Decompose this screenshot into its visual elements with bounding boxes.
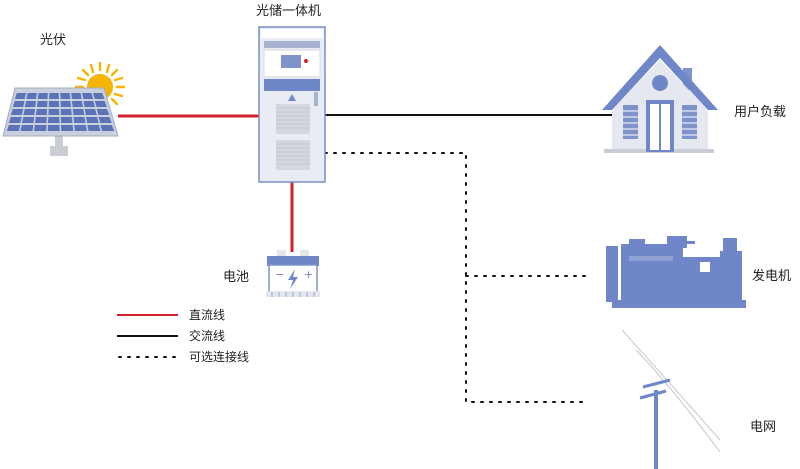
solar-cell [60,117,73,123]
solar-cell [48,109,60,115]
grid-label: 电网 [750,420,776,435]
solar-cell [73,117,86,123]
solar-cell [60,109,72,115]
solar-cell [48,101,60,107]
lightning-icon [288,269,298,289]
warning-icon [288,94,296,101]
generator-label: 发电机 [752,268,791,284]
solar-cell [71,101,84,107]
vent-lower [276,140,310,170]
legend-ac-label: 交流线 [189,328,225,343]
solar-cell [92,93,105,99]
solar-cell [12,101,25,107]
solar-cell [10,109,24,115]
solar-cell [84,109,97,115]
labels: 光伏 光储一体机 用户负载 电池 发电机 电网 [40,4,791,435]
solar-cell [71,93,82,99]
solar-cell [8,117,22,123]
solar-cell [20,125,34,131]
power-pole-icon [621,329,721,469]
solar-cell [83,101,96,107]
solar-cell [82,93,94,99]
solar-cell [98,117,112,123]
solar-cell [36,101,48,107]
solar-cell [85,117,99,123]
svg-text:+: + [304,268,313,281]
solar-cell [48,117,60,123]
solar-cell [61,125,74,131]
pv-label: 光伏 [40,33,66,48]
solar-cell [60,101,72,107]
solar-cell [94,101,107,107]
solar-cell [100,125,115,131]
solar-cell [21,117,35,123]
inverter-label: 光储一体机 [256,4,321,19]
solar-cell [37,93,48,99]
solar-cell [23,109,36,115]
vent-upper [276,104,310,134]
solar-cell [96,109,110,115]
solar-cell [34,125,47,131]
solar-cell [49,93,59,99]
svg-text:−: − [275,268,284,281]
solar-cell [35,109,48,115]
solar-cell [74,125,87,131]
solar-panel-icon [2,61,126,156]
legend-optional-label: 可选连接线 [189,349,249,364]
legend: 直流线 交流线 可选连接线 [117,308,249,364]
solar-cell [6,125,21,131]
legend-dc-label: 直流线 [189,308,225,322]
house-icon [602,45,718,153]
solar-cell [72,109,85,115]
solar-cell [14,93,27,99]
generator-icon [606,236,746,308]
solar-cells [6,93,115,131]
connections [118,114,614,403]
solar-cell [34,117,47,123]
inverter-cabinet-icon [258,26,326,183]
solar-cell [87,125,101,131]
battery-label: 电池 [223,270,249,285]
solar-cell [47,125,60,131]
solar-cell [26,93,37,99]
optional-line-trunk [324,152,589,403]
battery-icon: − + [266,250,320,297]
user-load-label: 用户负载 [734,104,786,120]
solar-cell [60,93,71,99]
solar-cell [24,101,37,107]
